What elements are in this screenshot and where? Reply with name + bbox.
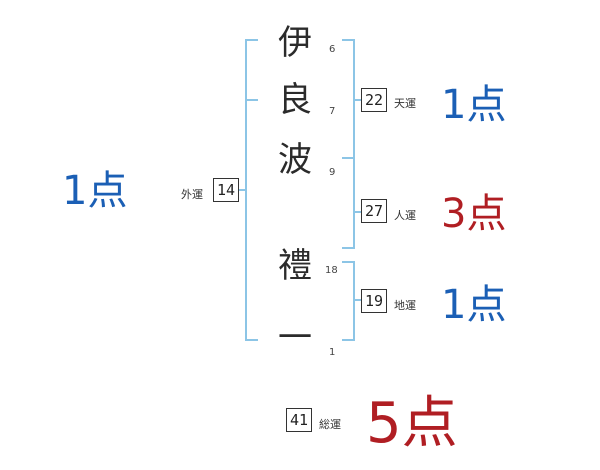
stroke-count-3: 9 <box>329 167 336 178</box>
jinkaku-score: 3点 <box>441 191 507 237</box>
outer-bracket <box>245 39 258 341</box>
stroke-count-5: 1 <box>329 347 336 358</box>
soukaku-label: 総運 <box>319 418 341 431</box>
gaikaku-label: 外運 <box>181 188 203 201</box>
soukaku-value-box: 41 <box>286 408 312 432</box>
stroke-count-2: 7 <box>329 106 336 117</box>
soukaku-score: 5点 <box>366 391 458 456</box>
chikaku-value-box: 19 <box>361 289 387 313</box>
chikaku-label: 地運 <box>394 299 416 312</box>
name-char-1: 伊 <box>278 23 312 63</box>
tenkaku-label: 天運 <box>394 97 416 110</box>
stroke-count-4: 18 <box>325 265 338 276</box>
tenkaku-value-box: 22 <box>361 88 387 112</box>
name-char-5: 一 <box>278 318 312 358</box>
chikaku-score: 1点 <box>441 282 507 328</box>
jinkaku-label: 人運 <box>394 209 416 222</box>
gaikaku-score: 1点 <box>62 168 128 214</box>
tenkaku-score: 1点 <box>441 82 507 128</box>
jinkaku-bracket <box>342 157 355 249</box>
name-char-3: 波 <box>278 140 312 180</box>
jinkaku-value-box: 27 <box>361 199 387 223</box>
stroke-count-1: 6 <box>329 44 336 55</box>
gaikaku-value-box: 14 <box>213 178 239 202</box>
name-char-4: 禮 <box>278 246 312 286</box>
name-char-2: 良 <box>278 80 312 120</box>
chikaku-bracket <box>342 261 355 341</box>
tenkaku-bracket <box>342 39 355 159</box>
